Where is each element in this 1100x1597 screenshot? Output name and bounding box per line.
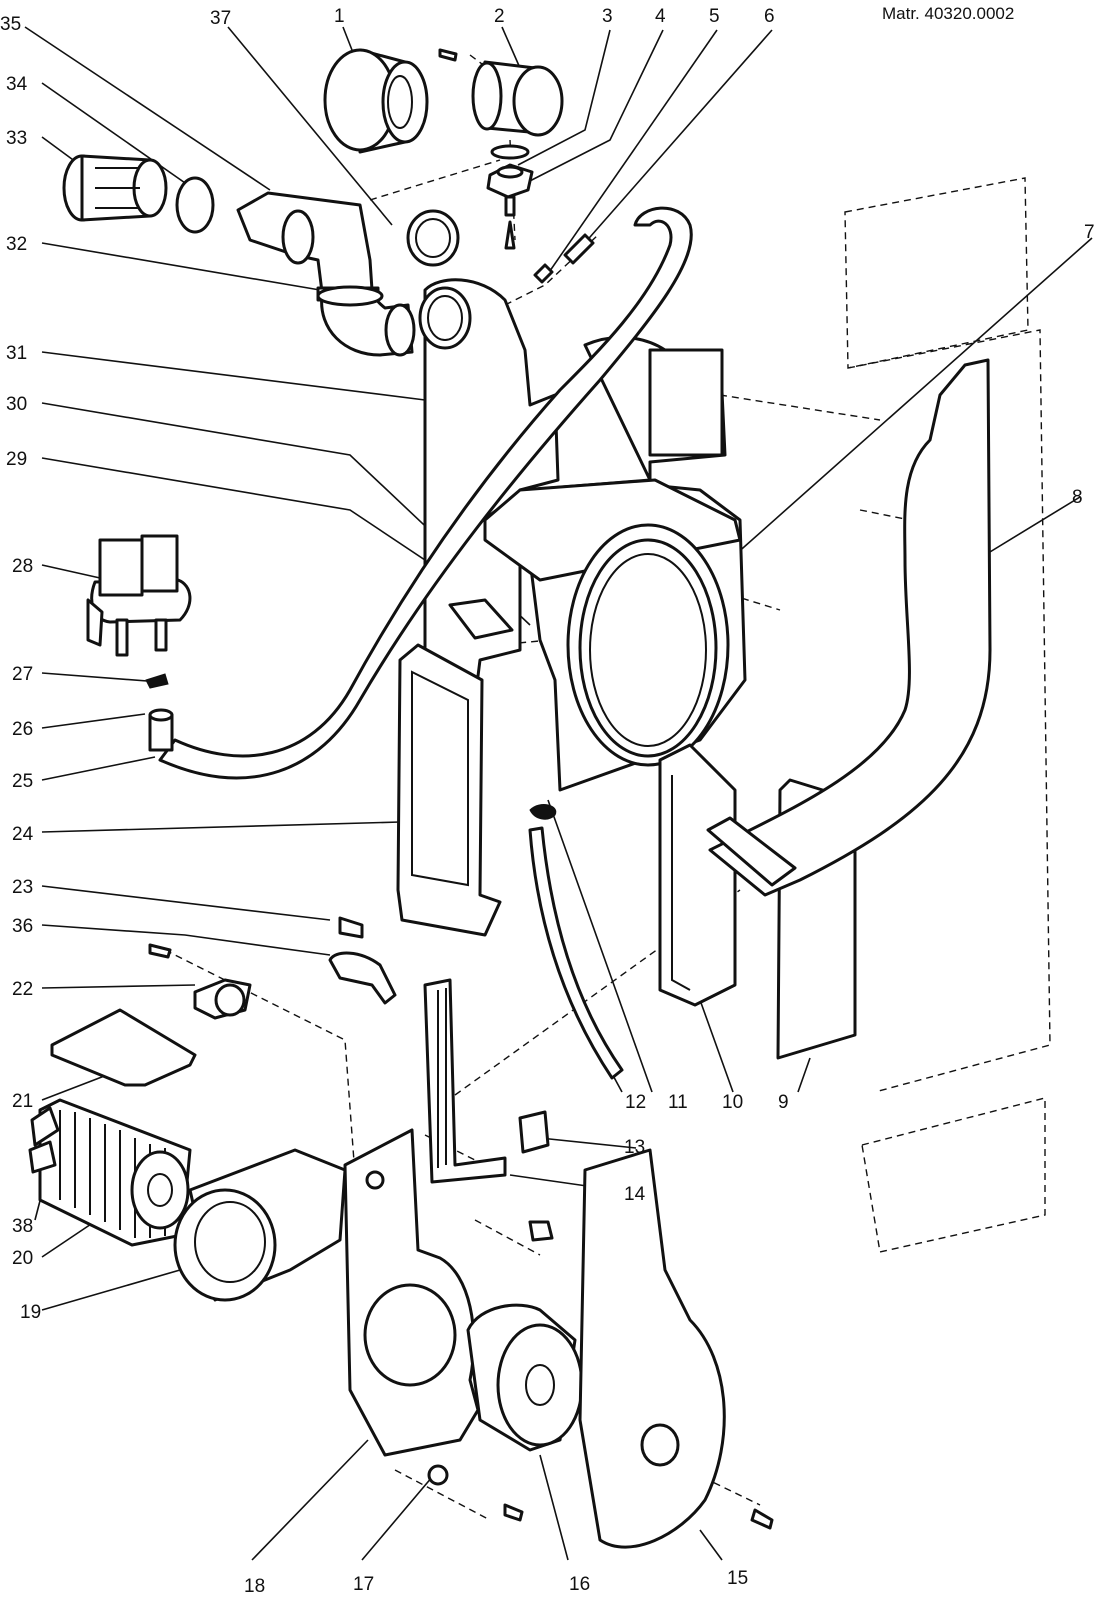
callout-labels: 1 2 3 4 5 6 7 8 9 10 11 12 13 14 15 16 1… xyxy=(0,6,1095,1597)
nut xyxy=(528,1220,554,1242)
part-15-outlet-duct xyxy=(578,1148,774,1549)
callout-30: 30 xyxy=(6,394,27,415)
part-1-sleeve xyxy=(323,48,429,154)
part-33-filter xyxy=(62,154,168,222)
callout-22: 22 xyxy=(12,979,33,1000)
callout-32: 32 xyxy=(6,234,27,255)
callout-13: 13 xyxy=(624,1137,645,1158)
part-27-clip xyxy=(145,673,169,689)
part-22-thermostat xyxy=(148,943,252,1020)
part-8-air-duct xyxy=(706,358,992,897)
callout-20: 20 xyxy=(12,1248,33,1269)
part-36-latch xyxy=(328,951,397,1005)
part-10-side-panel xyxy=(658,743,737,1007)
part-24-filter-frame xyxy=(396,643,502,937)
part-18-blower-housing xyxy=(343,1128,480,1457)
part-6-fitting xyxy=(563,233,595,265)
callout-1: 1 xyxy=(334,6,345,27)
callout-16: 16 xyxy=(569,1574,590,1595)
part-32-bellows xyxy=(316,285,416,357)
callout-26: 26 xyxy=(12,719,33,740)
part-3-o-ring xyxy=(490,144,530,160)
callout-34: 34 xyxy=(6,74,28,95)
part-37-ring xyxy=(406,209,460,267)
callout-8: 8 xyxy=(1072,487,1083,508)
callout-3: 3 xyxy=(602,6,613,27)
callout-2: 2 xyxy=(494,6,505,27)
part-7-housing xyxy=(483,335,747,792)
part-20-motor xyxy=(38,1098,192,1247)
callout-12: 12 xyxy=(625,1092,646,1113)
callout-27: 27 xyxy=(12,664,33,685)
part-13-plate xyxy=(518,1110,550,1154)
callout-15: 15 xyxy=(727,1568,748,1589)
part-17-nut xyxy=(427,1464,449,1486)
callout-31: 31 xyxy=(6,343,27,364)
callout-35: 35 xyxy=(0,14,21,35)
part-26-nozzle xyxy=(148,708,174,752)
part-16-blower-wheel xyxy=(466,1303,584,1452)
part-12-drain-hose xyxy=(528,826,624,1080)
part-38-fan-blades xyxy=(28,1106,60,1174)
callout-18: 18 xyxy=(244,1576,265,1597)
callout-14: 14 xyxy=(624,1184,646,1205)
callout-24: 24 xyxy=(12,824,34,845)
callout-6: 6 xyxy=(764,6,775,27)
part-5-plug xyxy=(533,263,554,284)
callout-21: 21 xyxy=(12,1091,33,1112)
callout-17: 17 xyxy=(353,1574,374,1595)
part-21-cover xyxy=(50,1008,197,1087)
reference-code: Matr. 40320.0002 xyxy=(882,4,1014,23)
part-14-heater xyxy=(423,978,507,1184)
part-30-plate xyxy=(448,598,514,640)
callout-19: 19 xyxy=(20,1302,41,1323)
callout-4: 4 xyxy=(655,6,666,27)
callout-11: 11 xyxy=(668,1092,688,1113)
part-28-solenoid-valve xyxy=(86,534,192,657)
screw xyxy=(503,1503,524,1522)
part-2-connector xyxy=(438,48,564,137)
part-23-bracket xyxy=(338,916,364,939)
part-35-elbow xyxy=(236,191,380,302)
callout-36: 36 xyxy=(12,916,33,937)
callout-23: 23 xyxy=(12,877,33,898)
part-19-fan-inlet xyxy=(173,1148,347,1302)
callout-5: 5 xyxy=(709,6,720,27)
part-25-hose xyxy=(158,206,693,780)
callout-38: 38 xyxy=(12,1216,33,1237)
callout-10: 10 xyxy=(722,1092,743,1113)
callout-33: 33 xyxy=(6,128,27,149)
part-34-seal-disc xyxy=(175,176,215,234)
part-4-valve xyxy=(486,163,534,250)
callout-28: 28 xyxy=(12,556,33,577)
callout-7: 7 xyxy=(1084,222,1095,243)
part-11-clamp xyxy=(529,804,557,820)
callout-25: 25 xyxy=(12,771,33,792)
callout-9: 9 xyxy=(778,1092,789,1113)
assembly-lines xyxy=(164,54,881,1521)
callout-29: 29 xyxy=(6,449,27,470)
callout-37: 37 xyxy=(210,8,231,29)
